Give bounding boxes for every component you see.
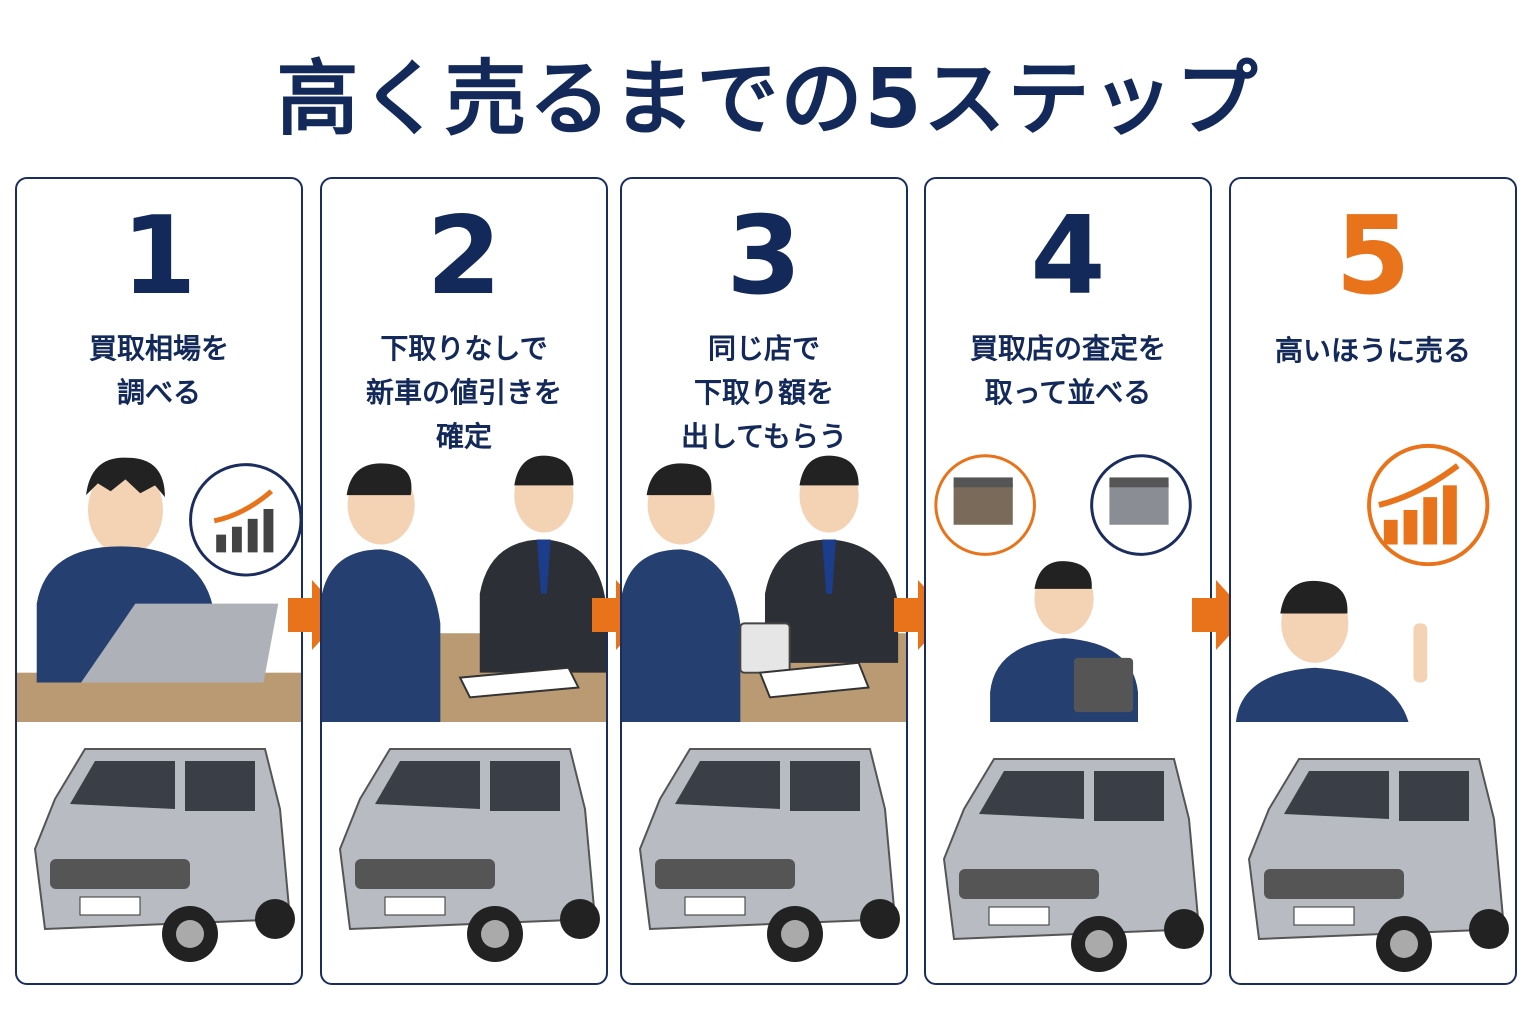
step-number: 2 — [426, 194, 502, 319]
page-title: 高く売るまでの5ステップ — [276, 52, 1260, 147]
step-label: 同じ店で 下取り額を 出してもらう — [681, 332, 847, 453]
step-label: 下取りなしで 新車の値引きを 確定 — [365, 332, 562, 453]
trade-in-quote-illustration — [622, 455, 906, 722]
step-number: 4 — [1030, 194, 1106, 319]
step-label: 買取店の査定を 取って並べる — [969, 332, 1166, 409]
car-icon — [338, 748, 600, 962]
dealer-negotiation-illustration — [322, 455, 606, 722]
step-label: 高いほうに売る — [1274, 334, 1471, 367]
step-card-4: 4 買取店の査定を 取って並べる — [924, 177, 1212, 985]
laptop-icon — [81, 603, 279, 683]
step-number: 5 — [1335, 194, 1411, 319]
step-label: 買取相場を 調べる — [88, 332, 229, 409]
document-icon — [458, 666, 580, 699]
step-number: 3 — [726, 194, 802, 319]
car-icon — [638, 748, 900, 962]
car-icon — [1247, 758, 1509, 972]
car-icon — [942, 758, 1204, 972]
step-card-3: 3 同じ店で 下取り額を 出してもらう — [620, 177, 908, 985]
clipboard-icon — [1073, 657, 1134, 713]
step-card-1: 1 買取相場を 調べる — [15, 177, 303, 985]
calculator-icon — [739, 622, 791, 674]
next-step-arrow-icon — [1192, 580, 1248, 650]
step-card-2: 2 下取りなしで 新車の値引きを 確定 — [320, 177, 608, 985]
step-number: 1 — [121, 194, 197, 319]
pointing-finger-icon — [1413, 623, 1428, 683]
document-icon — [758, 661, 870, 699]
sell-higher-illustration — [1235, 443, 1490, 722]
chart-bubble-icon — [189, 463, 301, 577]
person-researching-illustration — [17, 457, 301, 722]
next-step-arrow-icon — [288, 580, 344, 650]
next-step-arrow-icon — [894, 580, 950, 650]
car-icon — [33, 748, 295, 962]
compare-appraisals-illustration — [934, 454, 1192, 722]
step-card-5: 5 高いほうに売る — [1229, 177, 1517, 985]
